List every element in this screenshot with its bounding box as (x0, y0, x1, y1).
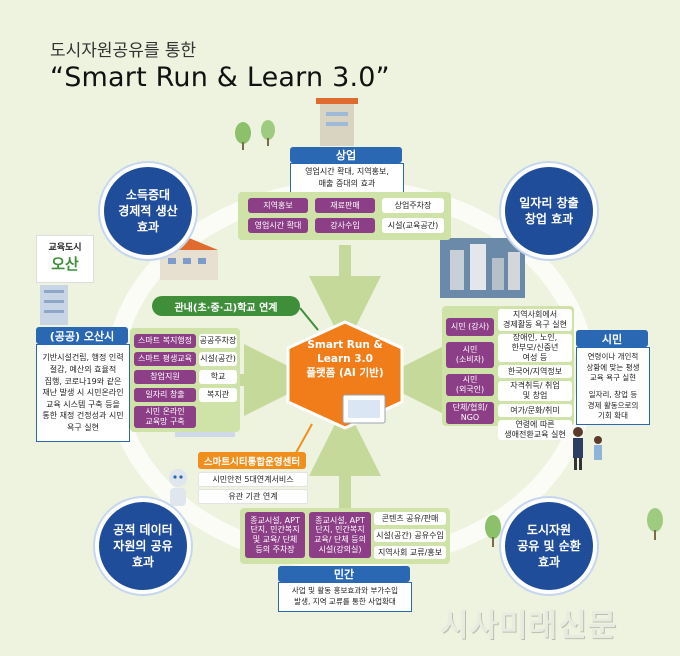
smart-city-item: 유관 기관 연계 (198, 489, 308, 504)
citizen-group: 시민 (외국인) (446, 374, 494, 396)
smart-city-item: 시민안전 5대연계서비스 (198, 472, 308, 487)
tower-building-icon (40, 285, 68, 325)
citizen-group: 단체/협회/ NGO (446, 402, 494, 424)
private-item: 종교시설, APT 단지, 민간복지 및 교육/ 단체 등의 주차장 (245, 512, 305, 558)
circle-job-effect: 일자리 창출 창업 효과 (501, 163, 597, 259)
commerce-header: 상업 (290, 147, 402, 163)
circle-income-effect: 소득증대 경제적 생산 효과 (100, 163, 196, 259)
citizen-item: 연령에 따른 생애전환교육 실현 (498, 420, 572, 440)
public-item: 시민 온라인 교육망 구축 (134, 406, 196, 428)
logo-line1: 교육도시 (48, 243, 82, 253)
center-platform-label: Smart Run & Learn 3.0 플랫폼 (AI 기반) (306, 339, 384, 380)
private-item: 시설(공간) 공유수입 (374, 529, 446, 542)
public-item: 일자리 창출 (134, 388, 196, 402)
public-header: (공공) 오산시 (36, 327, 128, 344)
logo-line2: 오산 (51, 255, 79, 273)
tree-icon (261, 120, 275, 146)
circle-public-data-effect: 공적 데이터 자원의 공유 효과 (95, 498, 191, 594)
public-resource: 학교 (199, 370, 237, 384)
commerce-item: 영업시간 확대 (248, 218, 308, 233)
smart-city-header: 스마트시티통합운영센터 (198, 452, 306, 469)
public-item: 창업지원 (134, 370, 196, 384)
city-photo-icon (440, 238, 525, 298)
commerce-item: 지역홍보 (248, 198, 308, 213)
public-desc: 기반시설건립, 행정 인력 절감, 예산의 효율적 집행, 코로나19와 같은 … (36, 344, 130, 442)
osan-logo: 교육도시 오산 (36, 235, 94, 283)
commerce-item: 재료판매 (315, 198, 375, 213)
citizen-item: 장애인, 노인, 한부모/신중년 여성 등 (498, 333, 572, 362)
citizen-item: 자격취득/ 취업 및 창업 (498, 381, 572, 401)
private-desc: 사업 및 활동 홍보효과와 부가수입 발생, 지역 교류를 통한 사업확대 (278, 582, 412, 612)
circle-resource-effect: 도시자원 공유 및 순환 효과 (501, 498, 597, 594)
private-header: 민간 (278, 566, 410, 582)
private-item: 지역사회 교류/홍보 (374, 546, 446, 559)
subtitle: 도시자원공유를 통한 (50, 41, 197, 61)
tree-icon (485, 515, 501, 547)
public-resource: 공공주차장 (199, 334, 237, 348)
public-item: 스마트 평생교육 (134, 352, 196, 366)
page-title: “Smart Run & Learn 3.0” (50, 62, 390, 93)
commerce-item: 상업주차장 (382, 198, 444, 213)
citizen-desc-1: 연령이나 개인적 상황에 맞는 평생 교육 욕구 실현 (576, 347, 650, 389)
public-resource: 시설(공간) (199, 352, 237, 366)
commerce-item: 시설(교육공간) (382, 218, 444, 233)
citizen-item: 지역사회에서 경제활동 욕구 실현 (498, 309, 572, 331)
citizen-header: 시민 (576, 330, 648, 347)
public-item: 스마트 복지행정 (134, 334, 196, 348)
citizen-group: 시민 (소비자) (446, 342, 494, 368)
tree-icon (235, 122, 251, 150)
private-item: 콘텐츠 공유/판매 (374, 512, 446, 525)
arrow-school (299, 307, 319, 331)
citizen-item: 한국어/지역정보 (498, 365, 572, 378)
school-link-tag: 관내(초·중·고)학교 연계 (152, 296, 300, 316)
newspaper-watermark: 시사미래신문 (440, 608, 618, 644)
tablet-icon (342, 394, 386, 424)
private-item: 종교시설, APT 단지, 민간복지 교육/ 단체 등의 시설(강의실) (309, 512, 371, 558)
building-icon (316, 98, 358, 146)
citizen-item: 여가/문화/취미 (498, 404, 572, 417)
public-resource: 복지관 (199, 388, 237, 402)
commerce-desc: 영업시간 확대, 지역홍보, 매출 증대의 효과 (290, 163, 404, 193)
commerce-item: 강사수입 (315, 218, 375, 233)
robot-icon (169, 469, 187, 506)
tree-icon (647, 508, 663, 540)
people-icon (573, 427, 602, 470)
citizen-group: 시민 (강사) (446, 318, 494, 336)
citizen-desc-2: 일자리, 창업 등 경제 활동으로의 기회 확대 (576, 388, 650, 425)
